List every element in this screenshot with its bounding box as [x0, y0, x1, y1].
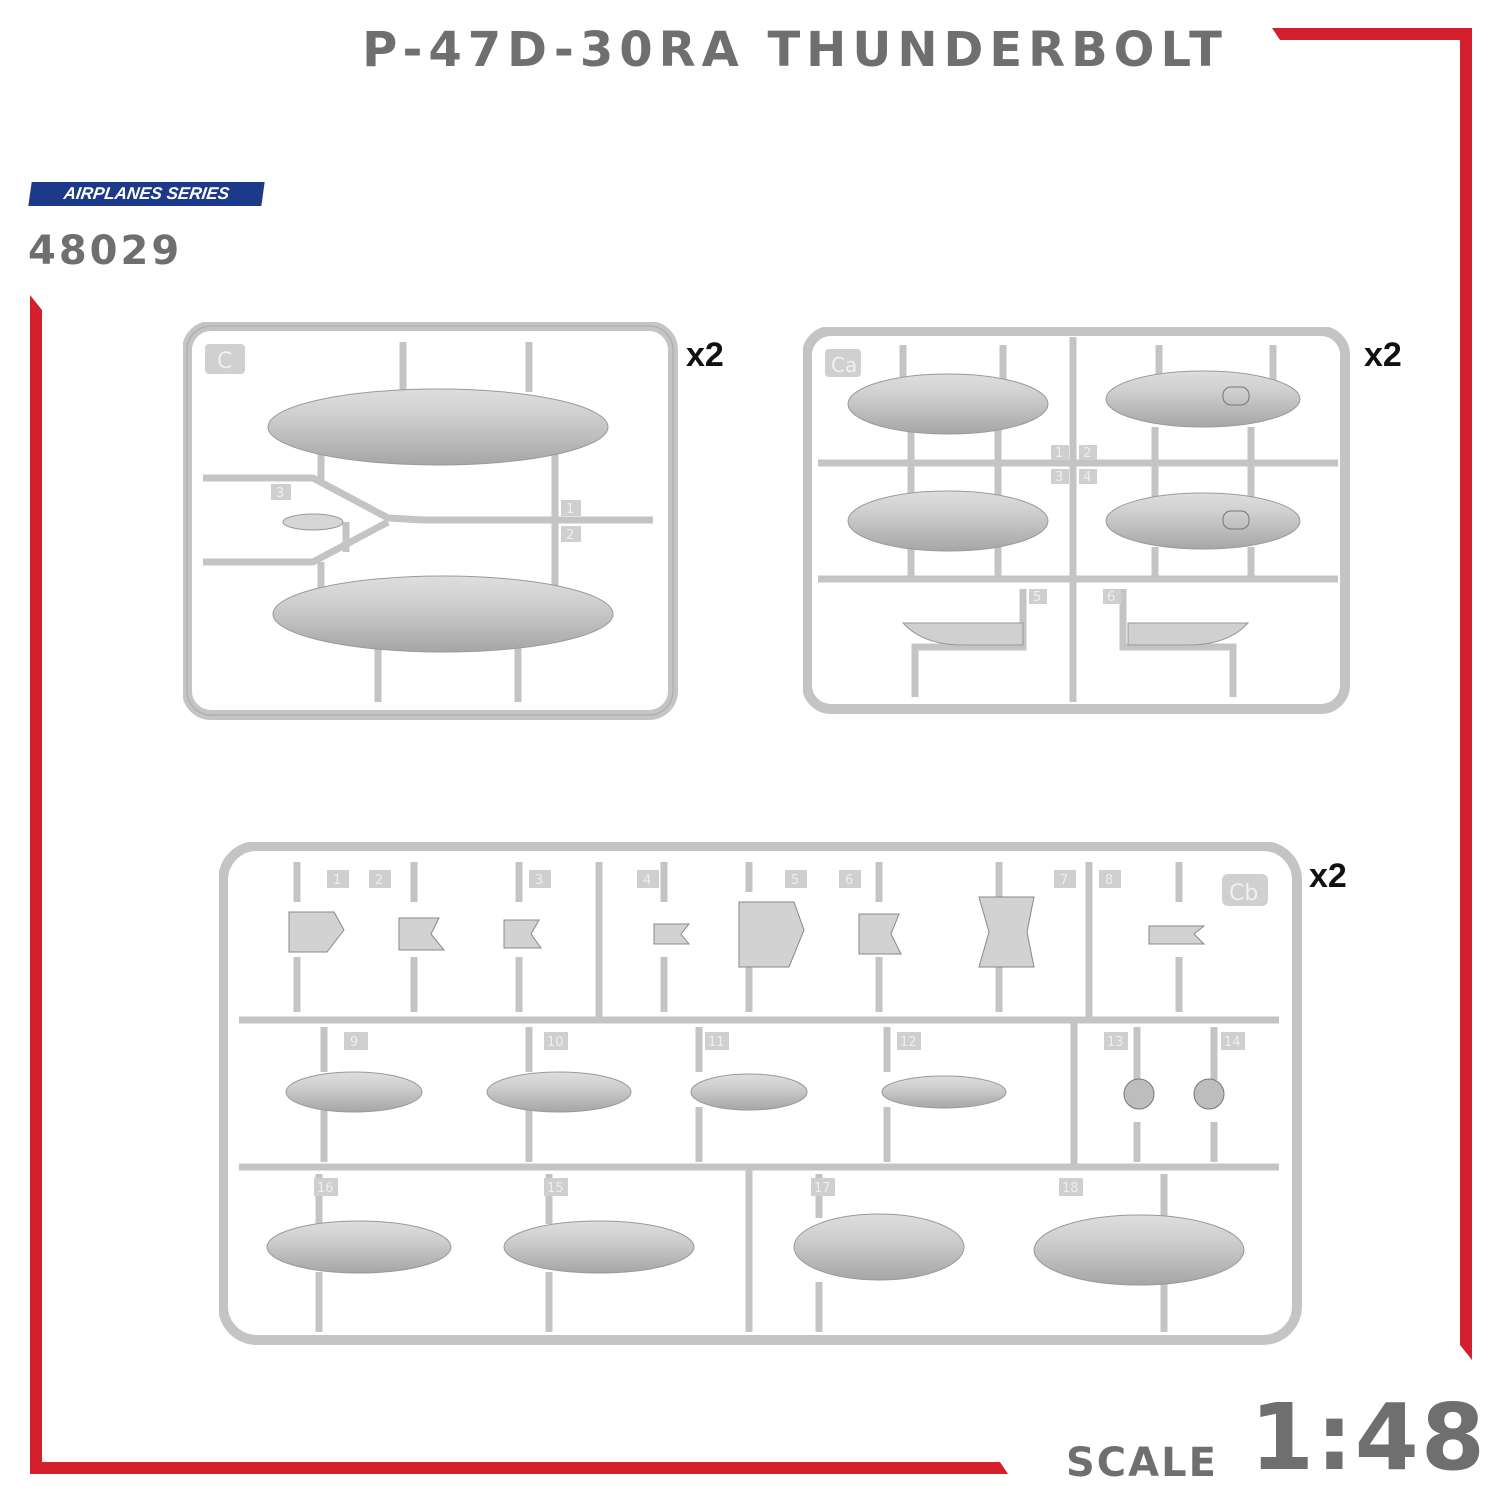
- sprue-cb: Cb 1 2 3 4 5 6 7 8 9 10 11 12 13 14 15 1…: [219, 842, 1302, 1345]
- sprue-c: C 3 1 2: [183, 322, 678, 720]
- part-number: 3: [535, 873, 543, 888]
- sprue-ca-letter: Ca: [831, 353, 857, 377]
- part-number: 2: [566, 528, 574, 543]
- scale-value: 1:48: [1250, 1384, 1487, 1491]
- part-number: 18: [1062, 1181, 1079, 1196]
- sprue-c-quantity: x2: [686, 336, 724, 374]
- part-number: 3: [276, 486, 284, 501]
- part-number: 2: [375, 873, 383, 888]
- page-title: P-47D-30RA THUNDERBOLT: [362, 22, 1228, 78]
- part-number: 13: [1107, 1035, 1124, 1050]
- part-number: 11: [708, 1035, 725, 1050]
- part-number: 2: [1083, 446, 1091, 461]
- part-number: 9: [350, 1035, 358, 1050]
- part-number: 5: [791, 873, 799, 888]
- sprue-c-letter: C: [217, 349, 232, 374]
- sprue-cb-letter: Cb: [1229, 881, 1258, 906]
- series-badge: AIRPLANES SERIES: [28, 182, 265, 206]
- part-number: 8: [1105, 873, 1113, 888]
- sprue-ca: Ca 1 2 3 4 5 6: [803, 327, 1350, 714]
- sprue-c-label-plate: [205, 344, 245, 374]
- part-number: 4: [1083, 470, 1091, 485]
- part-number: 14: [1224, 1035, 1241, 1050]
- part-number: 1: [333, 873, 341, 888]
- part-number: 6: [845, 873, 853, 888]
- scale-label: SCALE: [1066, 1440, 1218, 1486]
- part-number: 12: [900, 1035, 917, 1050]
- part-number: 5: [1033, 590, 1041, 605]
- part-number: 3: [1055, 470, 1063, 485]
- part-number: 7: [1060, 873, 1068, 888]
- part-number: 1: [1055, 446, 1063, 461]
- sprue-ca-quantity: x2: [1364, 336, 1402, 374]
- part-number: 16: [317, 1181, 334, 1196]
- kit-number: 48029: [28, 228, 183, 274]
- part-number: 6: [1107, 590, 1115, 605]
- part-number: 17: [814, 1181, 831, 1196]
- sprue-cb-quantity: x2: [1309, 857, 1347, 895]
- part-number: 15: [547, 1181, 564, 1196]
- part-number: 1: [566, 502, 574, 517]
- part-number: 4: [643, 873, 651, 888]
- part-number: 10: [547, 1035, 564, 1050]
